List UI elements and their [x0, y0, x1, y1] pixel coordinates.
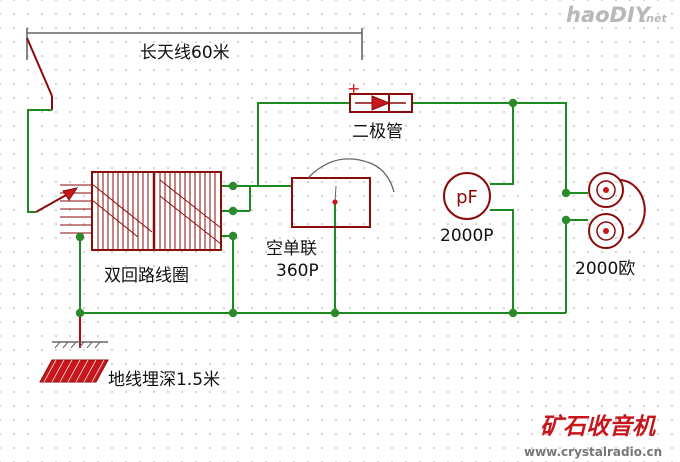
coil-symbol [60, 171, 222, 251]
ground-symbol [39, 313, 109, 383]
antenna-label: 长天线60米 [140, 43, 230, 63]
variable-cap-name: 空单联 [266, 239, 317, 259]
watermark-url: www.crystalradio.cn [524, 445, 662, 459]
fixed-cap-symbol: pF [456, 187, 478, 208]
watermark-net: .net [642, 12, 667, 25]
fixed-capacitor-symbol [443, 172, 491, 220]
watermark-top: haoDIY .net [566, 3, 667, 27]
headphone-symbol [566, 172, 646, 249]
fixed-cap-value: 2000P [440, 226, 494, 246]
coil-label: 双回路线圈 [104, 266, 189, 286]
wires [27, 102, 567, 314]
tap-arrow [35, 187, 79, 213]
junction-nodes [75, 98, 571, 318]
variable-cap-value: 360P [276, 261, 319, 281]
ground-label: 地线埋深1.5米 [108, 370, 220, 390]
watermark-title: 矿石收音机 [540, 414, 657, 440]
variable-capacitor-symbol [291, 158, 395, 228]
antenna-symbol [26, 28, 363, 110]
diode-polarity: + [347, 79, 360, 98]
headphone-label: 2000欧 [575, 259, 635, 279]
watermark-haodiy: haoDIY [566, 3, 652, 27]
diode-symbol [349, 93, 413, 113]
diode-label: 二极管 [352, 122, 403, 142]
